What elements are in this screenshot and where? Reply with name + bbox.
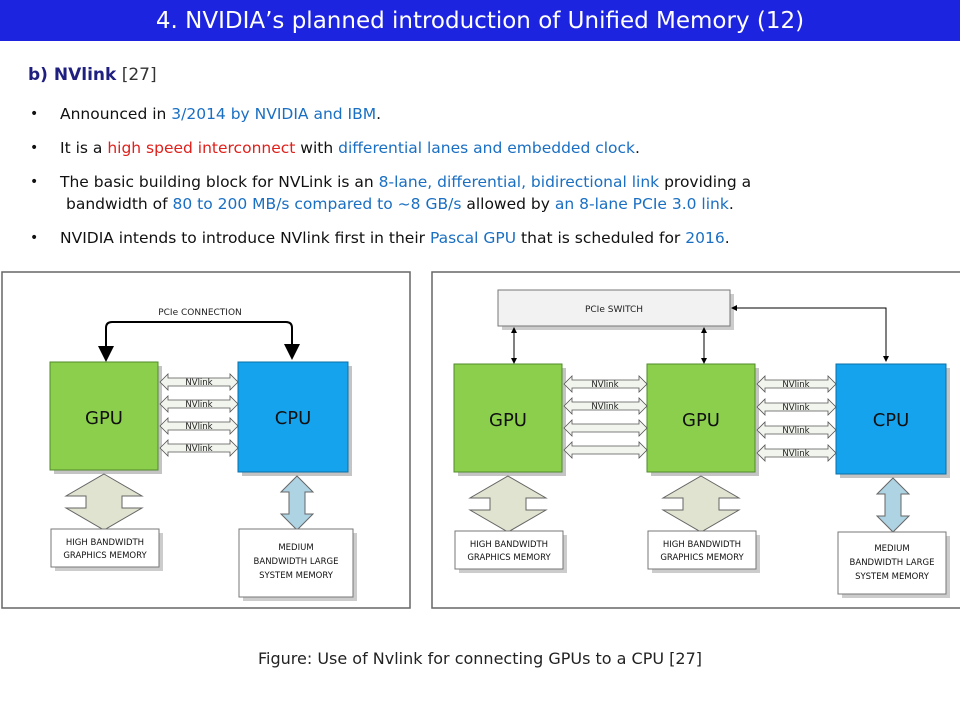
switch-to-cpu-line <box>731 305 889 362</box>
cpu-memory-line: MEDIUM <box>278 543 313 553</box>
bullet-text-segment: differential lanes and embedded clock <box>338 139 636 157</box>
cpu-box <box>237 361 349 473</box>
gpu-memory-line: HIGH BANDWIDTH <box>66 538 144 548</box>
nvlink-label: NVlink <box>591 402 618 412</box>
bullet-item: The basic building block for NVLink is a… <box>30 171 950 215</box>
bullet-text-segment: allowed by <box>461 195 555 213</box>
gpu-memory-box <box>50 528 160 568</box>
gpu-memory-line: GRAPHICS MEMORY <box>660 553 744 563</box>
slide-title: 4. NVIDIA’s planned introduction of Unif… <box>0 0 960 41</box>
bullet-text-segment: Announced in <box>60 105 172 123</box>
gpu-label: GPU <box>85 408 123 429</box>
left-diagram: PCIe CONNECTION GPU CPU NVlink NVlink NV… <box>1 271 411 609</box>
bullet-text-segment: . <box>724 229 730 247</box>
cpu-memory-line: MEDIUM <box>874 544 909 554</box>
bullet-item: It is a high speed interconnect with dif… <box>30 137 950 159</box>
bullet-text-segment: providing a <box>659 173 752 191</box>
bullet-text-segment: 3/2014 by NVIDIA and IBM <box>171 105 377 123</box>
bullet-text-segment: 2016 <box>685 229 725 247</box>
cpu-memory-box <box>238 528 354 598</box>
gpu-box <box>49 361 159 471</box>
bullet-text-segment: It is a <box>60 139 108 157</box>
gpu2-box <box>646 363 756 473</box>
bullet-text-segment: The basic building block for NVLink is a… <box>60 173 379 191</box>
gpu1-memory-box <box>454 530 564 570</box>
gpu-cpu-nvlink-arrows <box>756 375 837 462</box>
bullet-list: Announced in 3/2014 by NVIDIA and IBM.It… <box>30 103 950 261</box>
gpu1-box <box>453 363 563 473</box>
gpu-gpu-nvlink-arrows <box>563 375 648 459</box>
nvlink-label: NVlink <box>185 444 212 454</box>
bullet-text-segment: high speed interconnect <box>107 139 296 157</box>
nvlink-label: NVlink <box>591 380 618 390</box>
bullet-text-segment: that is scheduled for <box>516 229 686 247</box>
nvlink-label: NVlink <box>782 426 809 436</box>
cpu-label-right: CPU <box>873 410 910 431</box>
gpu-memory-line: HIGH BANDWIDTH <box>470 540 548 550</box>
pcie-switch-label: PCIe SWITCH <box>585 305 643 315</box>
pcie-connection-line <box>105 321 300 360</box>
gpu2-memory-box <box>647 530 757 570</box>
nvlink-label: NVlink <box>185 422 212 432</box>
bullet-text-segment: with <box>295 139 339 157</box>
cpu-memory-line: SYSTEM MEMORY <box>855 572 930 582</box>
bullet-item: NVIDIA intends to introduce NVlink first… <box>30 227 950 249</box>
cpu-memory-line: SYSTEM MEMORY <box>259 571 334 581</box>
nvlink-arrows <box>159 373 239 457</box>
nvlink-label: NVlink <box>185 400 212 410</box>
bullet-text-segment: . <box>376 105 382 123</box>
gpu-memory-line: GRAPHICS MEMORY <box>467 553 551 563</box>
cpu-label: CPU <box>275 408 312 429</box>
bullet-text-segment: 80 to 200 MB/s compared to ~8 GB/s <box>172 195 462 213</box>
pcie-switch-box <box>497 289 731 327</box>
bullet-text-segment: . <box>635 139 640 157</box>
gpu-memory-line: GRAPHICS MEMORY <box>63 551 147 561</box>
cpu-memory-line: BANDWIDTH LARGE <box>850 558 935 568</box>
bullet-item: Announced in 3/2014 by NVIDIA and IBM. <box>30 103 950 125</box>
nvlink-label: NVlink <box>782 403 809 413</box>
figure-caption: Figure: Use of Nvlink for connecting GPU… <box>257 649 702 668</box>
cpu-memory-line: BANDWIDTH LARGE <box>254 557 339 567</box>
bullet-text-segment: bandwidth of <box>66 195 173 213</box>
nvlink-label: NVlink <box>185 378 212 388</box>
nvlink-label: NVlink <box>782 380 809 390</box>
right-diagram: PCIe SWITCH GPU GPU CPU NVlink NVlink NV… <box>431 271 960 609</box>
cpu-box-right <box>835 363 947 475</box>
bullet-text-segment: an 8-lane PCIe 3.0 link <box>554 195 729 213</box>
bullet-text-segment: Pascal GPU <box>429 229 517 247</box>
gpu2-label: GPU <box>682 410 720 431</box>
cpu-memory-box-right <box>837 531 947 595</box>
pcie-connection-label: PCIe CONNECTION <box>158 308 242 318</box>
bullet-text-segment: 8-lane, differential, bidirectional link <box>378 173 660 191</box>
gpu1-label: GPU <box>489 410 527 431</box>
subtitle-ref: [27] <box>121 65 157 85</box>
nvlink-label: NVlink <box>782 449 809 459</box>
bullet-text-segment: NVIDIA intends to introduce NVlink first… <box>60 229 430 247</box>
subtitle-label: b) NVlink <box>28 65 117 85</box>
gpu-memory-line: HIGH BANDWIDTH <box>663 540 741 550</box>
section-subtitle: b) NVlink [27] <box>28 65 157 85</box>
bullet-text-segment: . <box>728 195 734 213</box>
